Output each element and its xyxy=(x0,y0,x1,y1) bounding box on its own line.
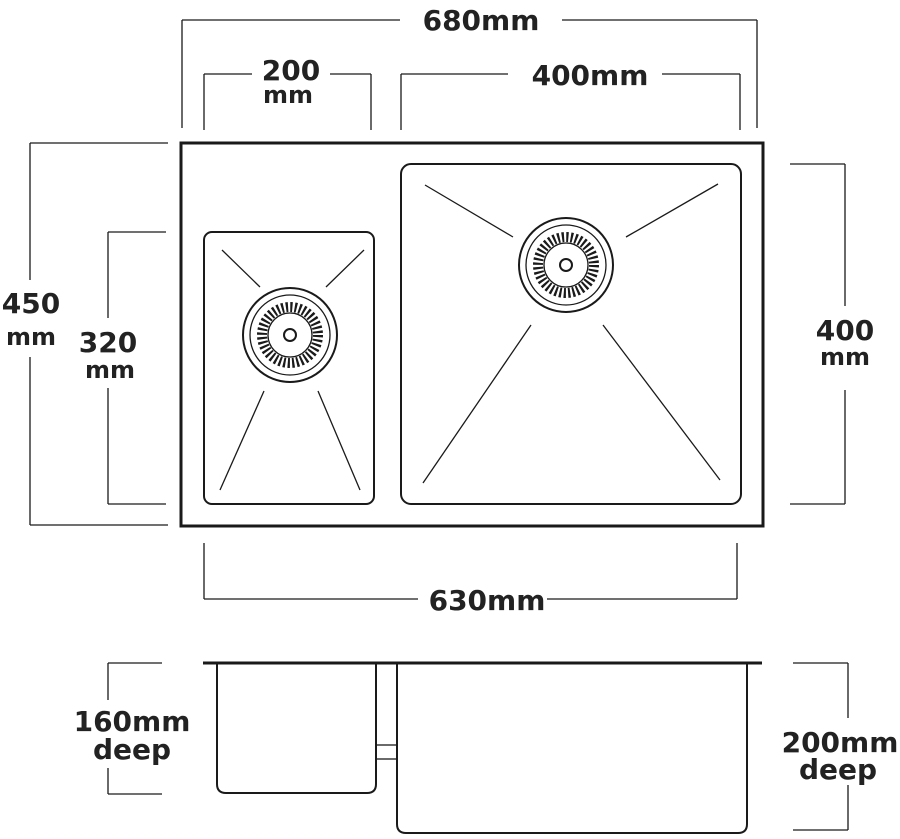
large-bowl-slope-lines xyxy=(422,183,721,484)
overall-width-dimension-lines xyxy=(181,19,758,128)
large-bowl-drain-icon xyxy=(518,217,614,313)
small-bowl-slope-lines xyxy=(219,249,365,491)
large-bowl-height-number: 400 xyxy=(816,314,874,347)
large-bowl-height-dimension-lines xyxy=(790,163,846,505)
sink-side-view xyxy=(203,661,762,834)
large-depth-dimension-lines xyxy=(793,662,849,831)
large-depth-value: 200mm xyxy=(782,726,899,759)
large-bowl-width-dimension-lines xyxy=(400,73,741,130)
small-bowl-side-profile xyxy=(216,663,377,794)
overall-width-label: 680mm xyxy=(423,4,540,37)
sink-top-outline xyxy=(179,141,765,528)
small-bowl-width-unit: mm xyxy=(263,81,313,109)
overall-height-unit: mm xyxy=(6,323,56,351)
small-depth-value: 160mm xyxy=(74,705,191,738)
small-bowl-width-dimension-lines xyxy=(203,73,372,130)
overall-height-number: 450 xyxy=(2,287,60,320)
small-bowl-width-number: 200 xyxy=(262,54,320,87)
bowl-connector xyxy=(375,744,398,760)
bowls-span-label: 630mm xyxy=(429,584,546,617)
large-bowl-outline xyxy=(400,163,742,505)
small-depth-dimension-lines xyxy=(107,662,162,795)
small-depth-word: deep xyxy=(93,733,171,766)
small-bowl-height-dimension-lines xyxy=(107,231,166,505)
overall-height-dimension-lines xyxy=(29,142,168,526)
bowls-span-dimension-lines xyxy=(203,543,738,600)
small-bowl-drain-icon xyxy=(242,287,338,383)
large-bowl-side-profile xyxy=(396,663,748,834)
large-bowl-width-label: 400mm xyxy=(532,59,649,92)
large-depth-word: deep xyxy=(799,753,877,786)
small-bowl-height-unit: mm xyxy=(85,356,135,384)
large-bowl-height-unit: mm xyxy=(820,343,870,371)
small-bowl-outline xyxy=(203,231,375,505)
small-bowl-height-number: 320 xyxy=(79,326,137,359)
